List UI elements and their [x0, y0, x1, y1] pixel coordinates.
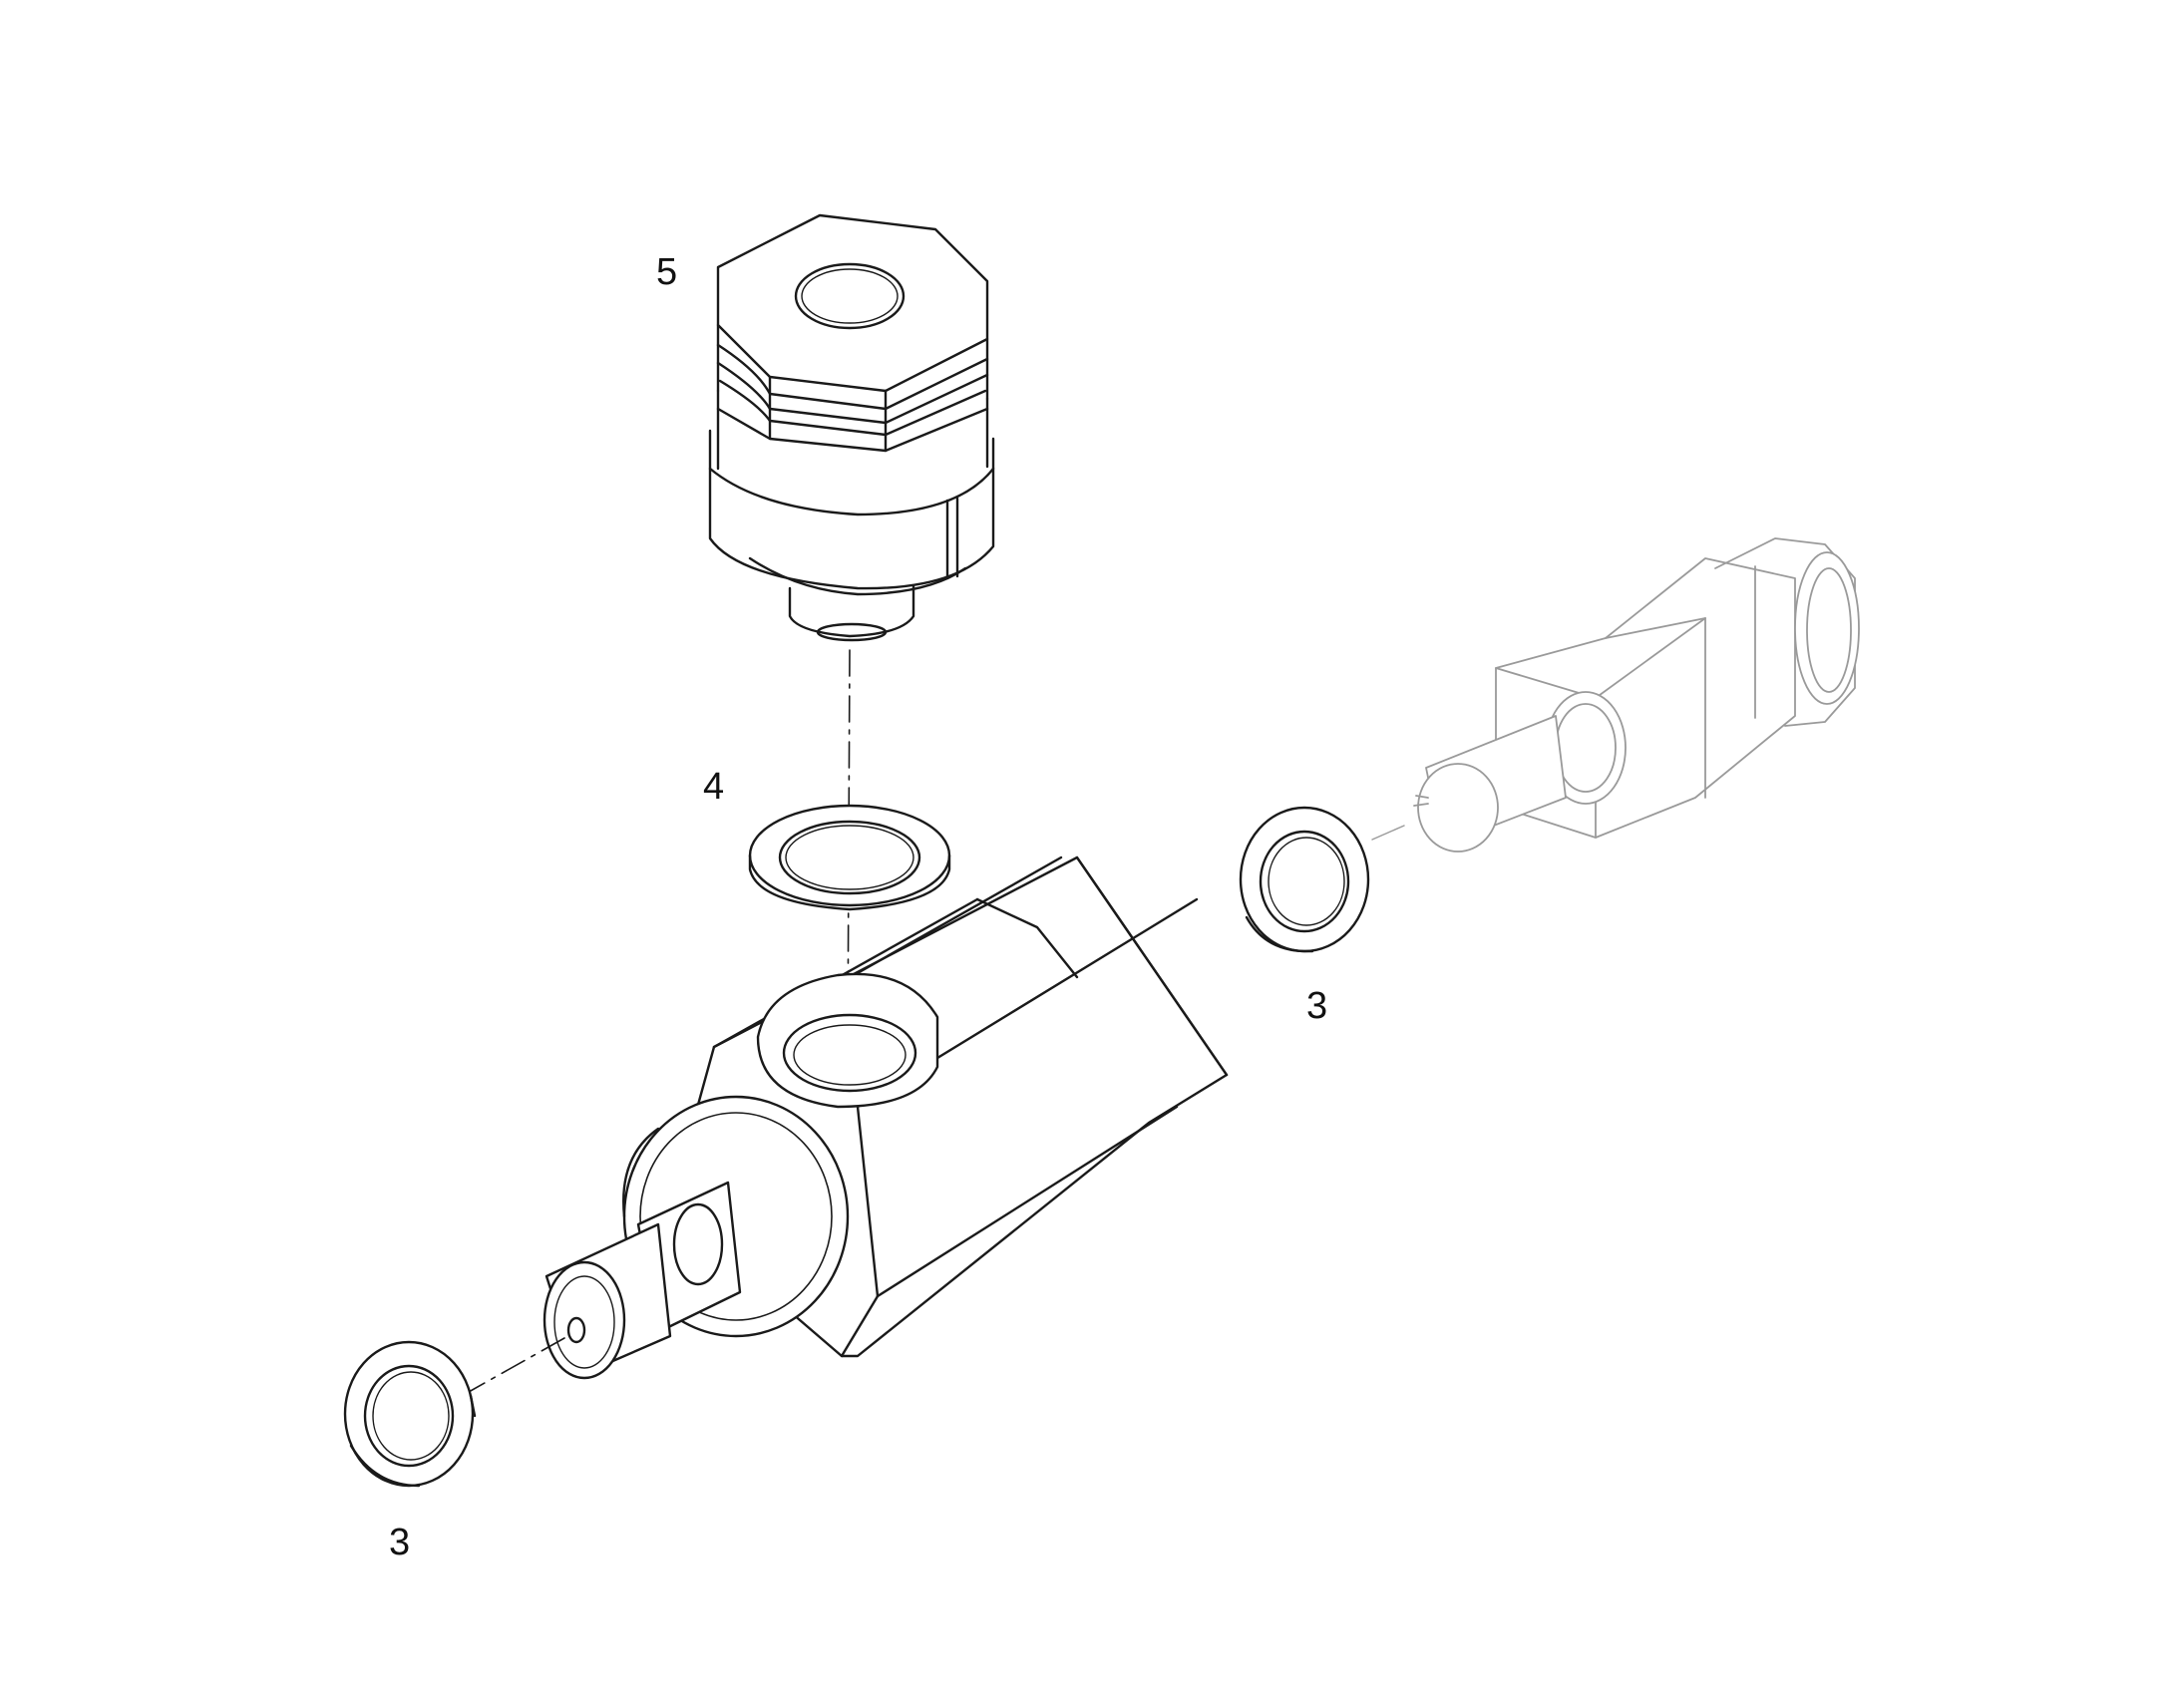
callout-part-4: 4: [703, 766, 725, 808]
callout-part-3-right: 3: [1306, 985, 1328, 1027]
main-valve-body: [543, 855, 1229, 1380]
ghost-mating-fitting: [1413, 537, 1860, 853]
callout-part-3-left: 3: [389, 1522, 411, 1563]
part-4-seal-ring: [748, 804, 951, 911]
centerline-right: [1371, 825, 1405, 841]
centerline-left: [468, 1337, 565, 1393]
part-3-washer-left: [343, 1340, 477, 1488]
part-5-hex-fitting: [708, 213, 995, 642]
part-3-washer-right: [1239, 806, 1370, 953]
callout-part-5: 5: [656, 251, 678, 293]
